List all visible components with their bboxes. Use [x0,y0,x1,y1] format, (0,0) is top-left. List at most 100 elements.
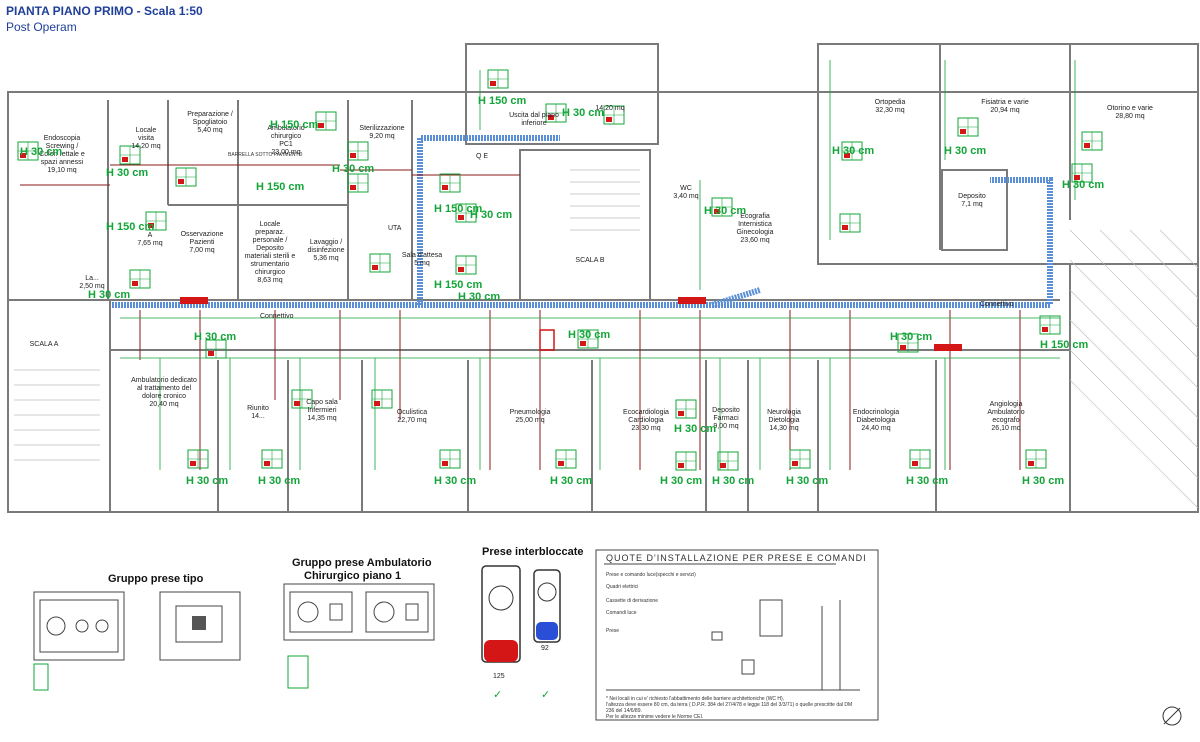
socket-divider [1026,450,1046,468]
height-label: H 150 cm [1040,339,1089,351]
quote-line: Prese [606,628,619,634]
height-labels: H 30 cmH 30 cmH 150 cmH 30 cmH 150 cmH 1… [20,95,1104,487]
room-label-line: al trattamento del [137,385,192,392]
height-label: H 30 cm [712,475,754,487]
room-label-line: Osservazione [181,231,224,238]
socket-divider [456,204,476,222]
room-label-line: 14,30 mq [769,425,798,432]
corridor-label: Connettivo [260,313,294,320]
socket-divider [718,452,738,470]
socket-icon [488,585,514,611]
room-label-line: Ambulatorio [987,409,1024,416]
room-label-line: 5,40 mq [197,127,222,134]
room-label-line: Ambulatorio dedicato [131,377,197,384]
quote-note: Per le altezze minime vedere le Norme CE… [606,714,703,720]
socket-divider [898,334,918,352]
room-label-line: spazi annessi [41,159,84,166]
room-label-line: Locale [260,221,281,228]
room-label-line: 23,00 mq [271,149,300,156]
height-label: H 30 cm [434,475,476,487]
height-label: H 30 cm [458,291,500,303]
socket-divider [578,330,598,348]
room-label-line: 5 mq [414,260,430,267]
socket-divider [676,452,696,470]
room-label-line: preparaz. [255,229,285,236]
socket-group-icon [187,449,209,469]
socket-group-icon [789,449,811,469]
deposito-wall [941,169,1008,251]
socket-plate [365,591,429,633]
socket-group-icon [487,69,509,89]
room-label-line: Deposito [712,407,740,414]
room-label-line: strumentario [251,261,290,268]
red-plug-icon [484,640,518,662]
room-label-scala-b: SCALA B [575,257,605,264]
height-label: H 30 cm [550,475,592,487]
corridor-label: Connettivo [980,301,1014,308]
socket-group-icon [897,333,919,353]
socket-icon [537,582,557,602]
room-label-line: 20,94 mq [990,107,1019,114]
socket-group-icon [545,103,567,123]
room-label-line: 7,65 mq [137,240,162,247]
socket-red-mark [606,117,612,122]
room-label-line: SCALA B [575,257,605,264]
socket-group-icon [455,203,477,223]
room-label-line: 23,60 mq [740,237,769,244]
room-label-line: Ambulatorio [267,125,304,132]
socket-divider [1072,164,1092,182]
room-label-line: 24,40 mq [861,425,890,432]
socket-red-mark [442,461,448,466]
socket-red-mark [714,209,720,214]
room-label-wc-top: 14,20 mq [595,105,624,112]
socket-group-icon [957,117,979,137]
room-label-line: 25,00 mq [515,417,544,424]
height-label: H 30 cm [20,146,62,158]
quote-line: Prese e comando luce(specchi e servizi) [606,572,696,578]
legend-title: Gruppo prese tipo [108,573,204,585]
room-label-line: 7,00 mq [189,247,214,254]
socket-red-mark [178,179,184,184]
room-label-line: 23,30 mq [631,425,660,432]
socket-group-icon [17,141,39,161]
room-label-line: 14,35 mq [307,415,336,422]
quote-note: 236 del 14/6/89. [606,708,642,714]
socket-red-mark [458,215,464,220]
room-label-line: materiali sterili e [245,253,296,260]
uta-label: UTA [388,225,402,232]
room-label-line: ecografo [992,417,1019,424]
socket-divider [348,142,368,160]
socket-group-icon [577,329,599,349]
room-label-line: Fisiatria e varie [981,99,1029,106]
wire-north [479,60,1076,290]
room-label-line: Uscita dal piano [509,112,559,119]
socket-group-icon [291,389,313,409]
socket-group-icon [1025,449,1047,469]
marker [539,329,555,351]
room-label-line: Screwing / [46,143,79,150]
q-label: Q E [476,153,488,160]
height-label: H 30 cm [568,329,610,341]
room-label-line: 26,10 mq [991,425,1020,432]
socket-red-mark [678,463,684,468]
room-label-line: Pazienti [190,239,215,246]
socket-red-mark [148,223,154,228]
socket-red-mark [374,401,380,406]
stairs-b [570,169,640,231]
socket-plate [39,599,119,653]
socket-red-mark [842,225,848,230]
electrical-wiring-green [120,60,1076,470]
room-label-line: Neurologia [767,409,801,416]
height-label: H 30 cm [88,289,130,301]
hatch-line [1159,229,1199,269]
north-arrow-icon [1162,706,1182,726]
socket-red-mark [318,123,324,128]
room-label-line: Endocrinologia [853,409,899,416]
socket-group-icon [129,269,151,289]
